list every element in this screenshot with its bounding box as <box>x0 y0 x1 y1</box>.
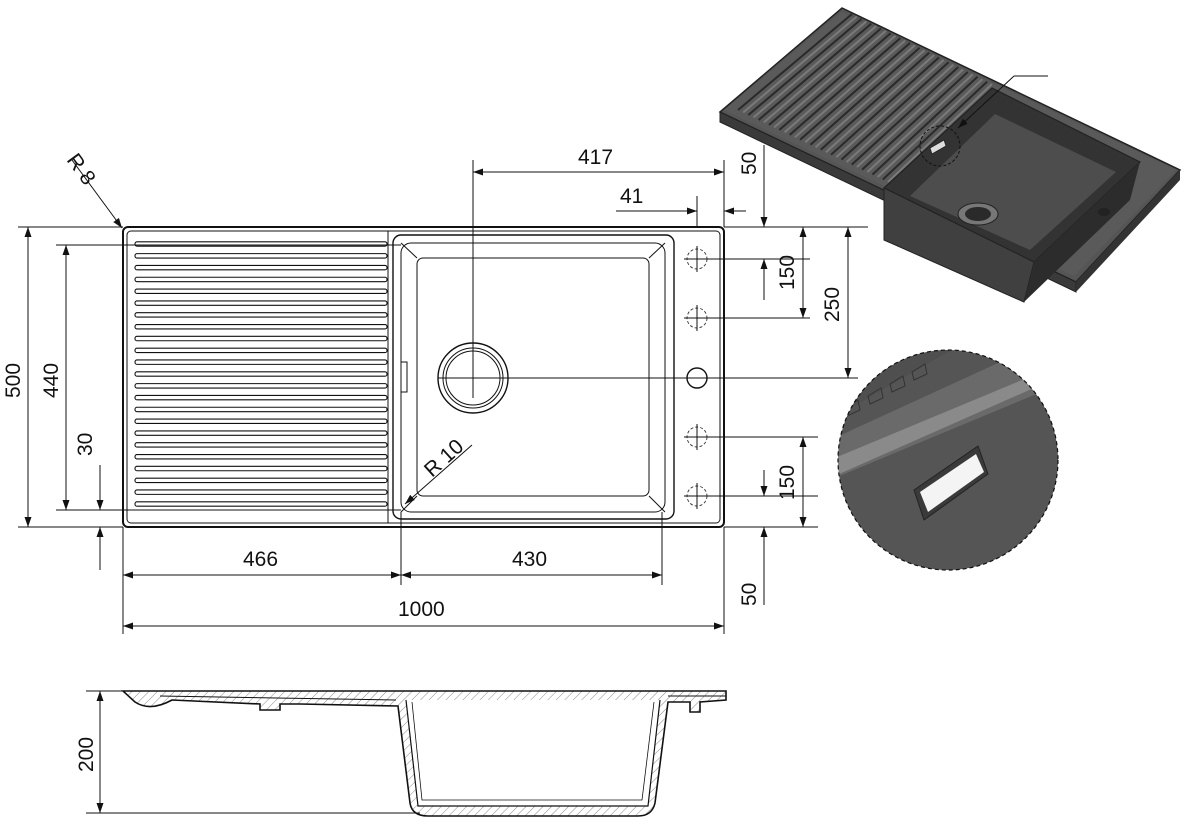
dim-150-top: 150 <box>776 255 799 290</box>
dim-41: 41 <box>620 185 643 208</box>
radius-8-label: R 8 <box>62 149 100 189</box>
render-rib <box>763 25 877 124</box>
render-rib <box>809 47 921 146</box>
top-view <box>122 160 858 528</box>
dim-417: 417 <box>578 146 613 169</box>
drainer-rib <box>134 359 388 365</box>
radius-10-label: R 10 <box>420 435 468 482</box>
render-rib <box>845 63 955 163</box>
render-rib <box>747 18 863 116</box>
render-rib <box>820 51 930 151</box>
drainer-rib <box>134 394 388 401</box>
render-rib <box>814 49 926 148</box>
dim-466: 466 <box>243 548 278 571</box>
render-rib <box>758 22 872 121</box>
drainer-rib <box>134 347 388 354</box>
drainer-rib <box>134 383 388 389</box>
render-rib <box>778 32 892 131</box>
render-rib <box>866 73 974 173</box>
drainer-rib <box>134 442 388 448</box>
render-rib <box>742 15 858 114</box>
drainer-rib <box>134 288 388 295</box>
render-rib <box>804 44 916 144</box>
drainer-rib <box>134 371 388 377</box>
render-rib <box>773 30 887 129</box>
render-rib <box>737 13 853 111</box>
render-rib <box>794 39 906 139</box>
drainer-rib <box>134 300 388 306</box>
render-rib <box>825 54 935 153</box>
drainer-rib <box>134 489 388 495</box>
dim-150-bottom: 150 <box>776 465 799 500</box>
drainer-ribs <box>134 241 388 507</box>
render-rib <box>876 78 984 178</box>
drainer-rib <box>134 501 388 507</box>
render-rib <box>851 66 959 166</box>
overflow-detail-view <box>837 349 1059 571</box>
dim-30: 30 <box>74 433 97 456</box>
drainer-rib <box>134 477 388 484</box>
render-rib <box>799 42 911 141</box>
dim-440: 440 <box>40 363 63 398</box>
dim-50-top: 50 <box>738 152 761 175</box>
render-rib <box>752 20 868 119</box>
render-rib <box>856 68 964 168</box>
drainer-rib <box>134 264 388 271</box>
render-rib <box>768 27 882 126</box>
side-section-view: 200 <box>75 690 727 817</box>
dim-250: 250 <box>821 287 844 322</box>
render-rib <box>789 37 901 136</box>
render-rib <box>840 61 950 161</box>
render-rib <box>871 76 979 176</box>
bowl-outline <box>392 234 675 520</box>
drainer-rib <box>134 465 388 472</box>
dim-50-bottom: 50 <box>738 583 761 606</box>
sink-3d-render <box>718 7 1182 303</box>
drainer-rib <box>134 430 388 436</box>
dimensions: R 8 417 41 50 150 250 150 50 <box>2 145 868 634</box>
drainer-rib <box>134 335 388 342</box>
dim-500: 500 <box>2 363 25 398</box>
sink-outline <box>122 226 725 528</box>
drainer-rib <box>134 276 388 283</box>
drainer-rib <box>134 253 388 259</box>
render-rib <box>830 56 940 156</box>
drainer-rib <box>134 406 388 413</box>
render-rib <box>835 59 945 158</box>
drainer-rib <box>134 241 388 247</box>
drainer-rib <box>134 312 388 318</box>
render-rib <box>887 83 993 183</box>
drainer-rib <box>134 418 388 425</box>
tap-holes <box>684 246 710 509</box>
dim-200: 200 <box>75 737 98 772</box>
dim-430: 430 <box>512 548 547 571</box>
drainer-rib <box>134 453 388 460</box>
render-rib <box>882 80 988 181</box>
dim-1000: 1000 <box>398 598 445 621</box>
render-rib <box>783 34 897 134</box>
drainer-rib <box>134 323 388 330</box>
render-rib <box>861 71 969 171</box>
